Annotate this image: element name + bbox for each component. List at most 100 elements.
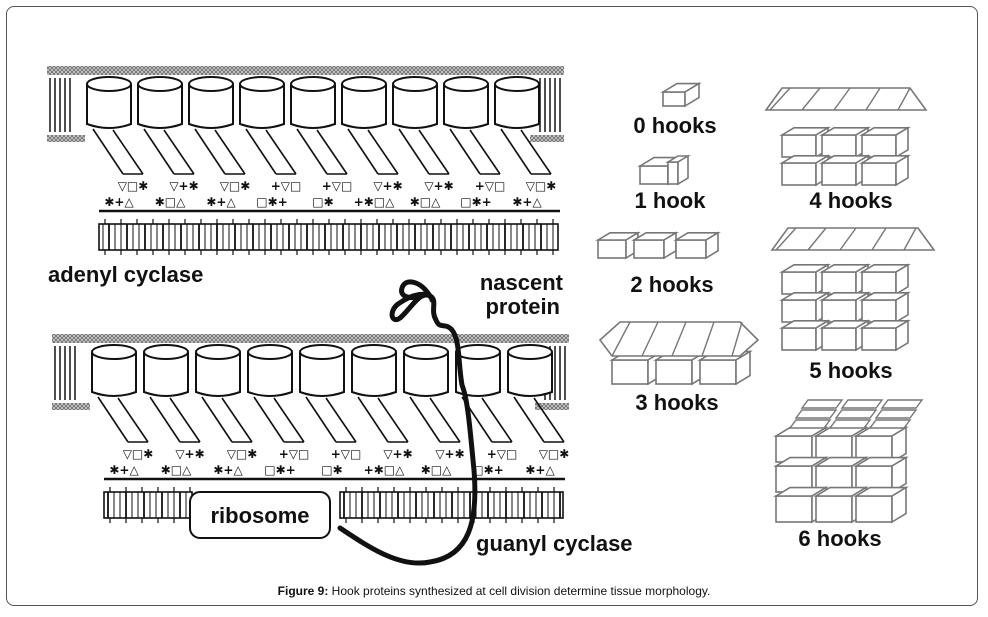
tail-left [513,396,545,443]
cylinder-protein: ▽+✱ ✱□△ [143,344,205,477]
block-5-hooks-edge [839,227,857,251]
lipid-band [47,66,564,75]
tail-right [265,129,297,175]
cylinder-body [188,84,234,129]
symbol-group-top: ▽□✱ [220,179,251,193]
brick-front [821,162,857,186]
symbol-group-top: ▽□✱ [539,447,570,461]
symbol-group-top: ▽+✱ [175,447,204,461]
nascent-protein-strand [337,291,478,566]
cylinder-body [507,352,553,397]
tail-right [481,397,513,443]
cylinder-protein: ▽+✱+✱□△ [351,344,413,477]
block-5-hooks [859,263,911,296]
tail-left [357,396,389,443]
cylinder-top [403,344,449,360]
block-6-hooks-top [828,419,872,429]
tail-right [520,129,552,175]
brick-front [639,165,669,185]
cylinder-body [239,84,285,129]
caption-label: Figure 9: [277,584,329,598]
block-6-hooks-top [794,409,838,419]
symbol-group-bottom: ✱+△ [109,463,139,477]
hook-label-6: 6 hooks [798,526,881,551]
tail-left [97,396,129,443]
block-4-hooks [859,154,911,187]
lipid-band-right [535,403,569,410]
tail-right [418,129,450,175]
brick-front [861,327,897,351]
cylinder-body [299,352,345,397]
cylinder-top [494,76,540,92]
symbol-group-top: +▽□ [487,447,518,461]
hook-label-5: 5 hooks [809,358,892,383]
cylinder-protein: ▽□✱✱+△ [86,76,148,209]
tail-right [469,129,501,175]
brick-front [597,239,627,259]
tail-left [500,128,532,175]
block-5-hooks [819,291,871,324]
cylinder-top [351,344,397,360]
tail-left [347,128,379,175]
block-6-hooks-top [840,399,884,409]
cylinder-top [443,76,489,92]
brick-front [675,239,707,259]
symbol-group-bottom: □✱+ [264,463,295,477]
ladder-strip [98,223,559,251]
nascent-label: nascent [480,270,564,295]
guanyl-cyclase-label: guanyl cyclase [476,531,633,556]
cylinder-top [195,344,241,360]
symbol-group-bottom: □✱ [321,463,342,477]
cylinder-body [455,352,501,397]
tail-left [253,396,285,443]
symbol-group-bottom: ✱□△ [161,463,192,477]
cylinder-top [341,76,387,92]
cylinder-protein: ▽+✱✱□△ [403,344,465,477]
cylinder-body [143,352,189,397]
tail-left [194,128,226,175]
lipid-band-left [47,135,85,142]
cylinder-top [91,344,137,360]
tail-left [149,396,181,443]
cylinder-top [86,76,132,92]
cylinder-protein: ▽□✱✱+△ [507,344,570,477]
symbol-group-top: +▽□ [279,447,310,461]
brick-front [781,327,817,351]
brick-front [781,299,817,323]
block-4-hooks-edge [801,87,821,111]
tail-left [296,128,328,175]
block-4-hooks [779,154,831,187]
cylinder-top [299,344,345,360]
block-5-hooks [779,291,831,324]
block-6-hooks-top [788,419,832,429]
tail-right [117,397,149,443]
symbol-group-top: ▽□✱ [526,179,557,193]
caption-text: Hook proteins synthesized at cell divisi… [328,584,711,598]
brick-side [684,82,700,108]
block-4-hooks [819,126,871,159]
block-4-hooks-roof [764,87,928,111]
block-2-hooks-a [595,231,641,260]
tail-left [409,396,441,443]
block-6-hooks-top [868,419,912,429]
symbol-group-top: +▽□ [322,179,353,193]
block-3-hooks-edge [731,321,743,357]
block-4-hooks-edge [833,87,851,111]
brick-front [861,134,897,158]
adenyl-cyclase-label: adenyl cyclase [48,262,203,287]
cylinder-top [247,344,293,360]
cylinder-body [351,352,397,397]
symbol-group-bottom: ✱+△ [512,195,542,209]
cylinder-body [247,352,293,397]
cylinder-top [239,76,285,92]
tail-right [533,397,565,443]
lipid-band [52,334,569,343]
block-5-hooks [779,319,831,352]
block-6-hooks-top [800,399,844,409]
tail-right [221,397,253,443]
cylinder-body [392,84,438,129]
tail-right [377,397,409,443]
cylinder-body [494,84,540,129]
tail-left [449,128,481,175]
block-5-hooks [779,263,831,296]
